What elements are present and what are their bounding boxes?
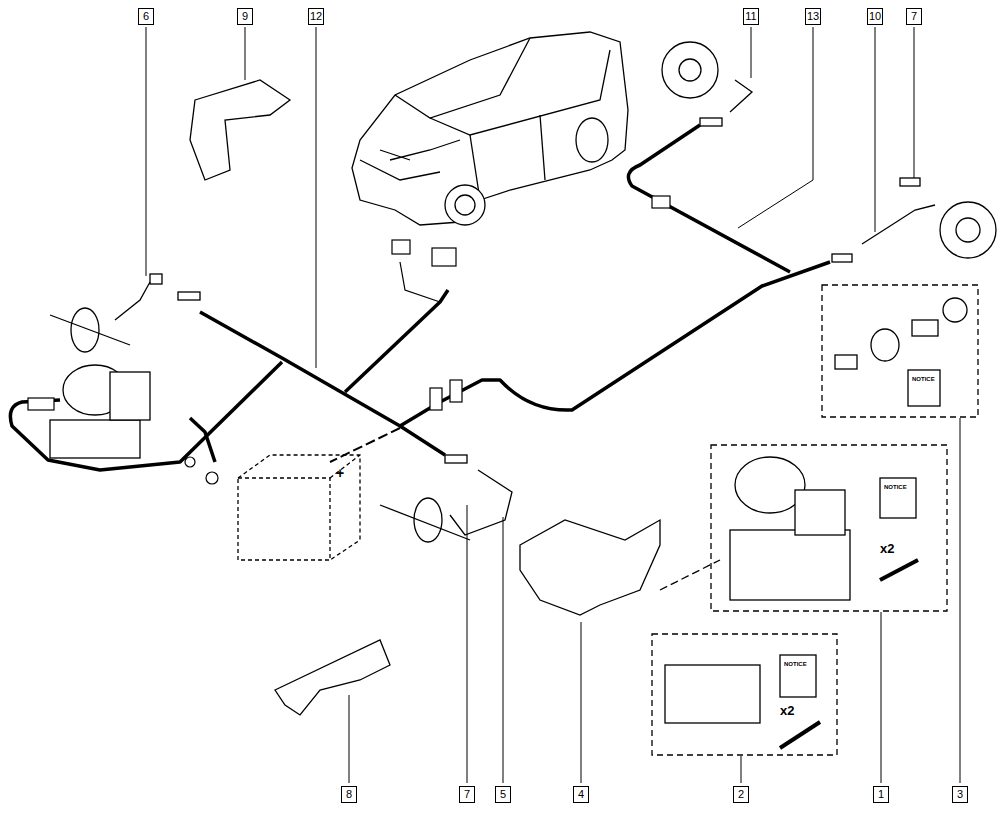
callout-number: 7 bbox=[906, 8, 922, 25]
callout-number: 5 bbox=[495, 786, 511, 803]
car-outline bbox=[352, 32, 628, 225]
callout-number: 8 bbox=[341, 786, 357, 803]
callout-number: 13 bbox=[805, 8, 821, 25]
callout-number: 7 bbox=[459, 786, 475, 803]
manual-label: NOTICE bbox=[883, 484, 908, 491]
manual-label: NOTICE bbox=[783, 661, 808, 668]
leader-lines bbox=[146, 27, 960, 783]
callout-number: 6 bbox=[138, 8, 154, 25]
wiring-harness bbox=[10, 125, 830, 470]
polarity-sign: + bbox=[336, 466, 344, 480]
battery bbox=[238, 455, 360, 560]
battery-cable bbox=[330, 428, 400, 462]
callout-number: 1 bbox=[873, 786, 889, 803]
kit-frames bbox=[652, 285, 978, 755]
hydraulic-unit bbox=[50, 365, 150, 458]
brackets bbox=[190, 80, 720, 715]
callout-number: 4 bbox=[573, 786, 589, 803]
wheel-sensors bbox=[50, 42, 996, 542]
callout-number: 11 bbox=[743, 8, 759, 25]
quantity-label: x2 bbox=[780, 704, 794, 718]
callout-number: 10 bbox=[867, 8, 883, 25]
callout-number: 9 bbox=[237, 8, 253, 25]
manual-label: NOTICE bbox=[911, 376, 936, 383]
quantity-label: x2 bbox=[880, 542, 894, 556]
harness-details bbox=[28, 196, 670, 484]
callout-number: 2 bbox=[733, 786, 749, 803]
kit-parts bbox=[665, 298, 967, 748]
callout-number: 3 bbox=[952, 786, 968, 803]
callout-number: 12 bbox=[308, 8, 324, 25]
